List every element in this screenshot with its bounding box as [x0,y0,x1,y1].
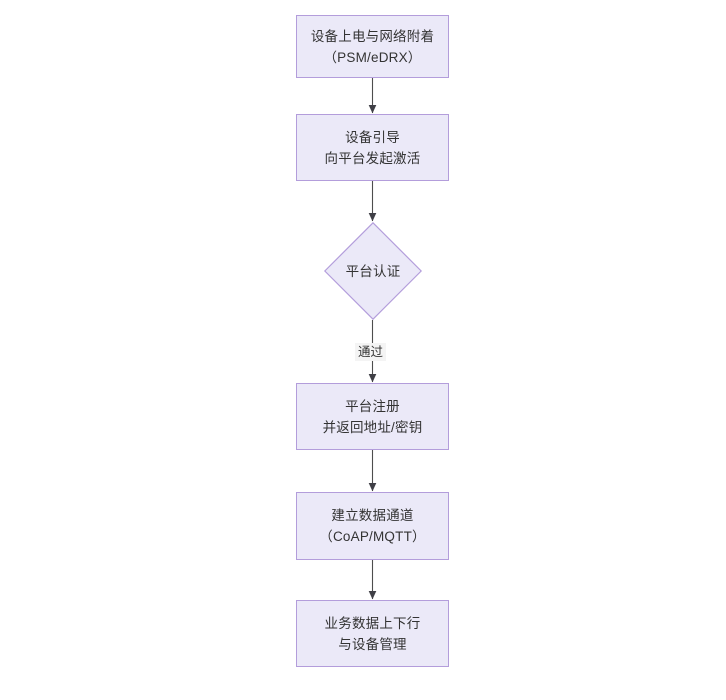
diamond-shape-icon [324,222,422,320]
node-data-channel[interactable]: 建立数据通道 （CoAP/MQTT） [296,492,449,560]
node-platform-auth[interactable]: 平台认证 [324,222,422,320]
node-platform-register-label: 平台注册 并返回地址/密钥 [322,398,423,435]
node-platform-auth-label: 平台认证 [345,263,401,279]
node-bootstrap[interactable]: 设备引导 向平台发起激活 [296,114,449,181]
node-data-channel-label: 建立数据通道 （CoAP/MQTT） [319,508,426,544]
node-bootstrap-label: 设备引导 向平台发起激活 [324,129,421,166]
edge-label-pass-text: 通过 [358,345,384,359]
node-power-on[interactable]: 设备上电与网络附着 （PSM/eDRX） [296,15,449,78]
node-business-data-label: 业务数据上下行 与设备管理 [324,615,421,652]
node-business-data[interactable]: 业务数据上下行 与设备管理 [296,600,449,667]
edge-label-pass: 通过 [355,343,387,361]
node-power-on-label: 设备上电与网络附着 （PSM/eDRX） [310,28,435,65]
node-platform-register[interactable]: 平台注册 并返回地址/密钥 [296,383,449,450]
